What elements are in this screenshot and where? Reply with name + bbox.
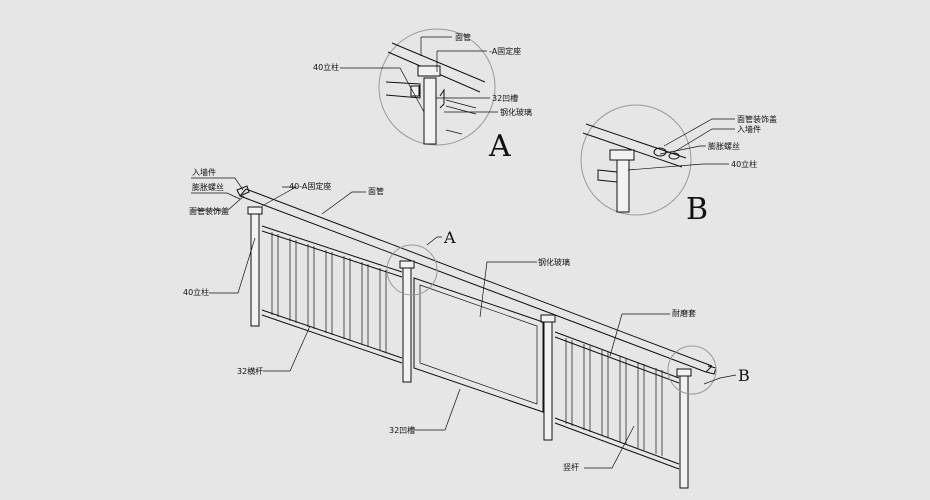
- wall-piece-left: [236, 185, 250, 197]
- label-expansion-screw-b: 膨胀螺丝: [708, 141, 740, 151]
- callout-circle-b: [667, 345, 717, 395]
- callout-b-letter: B: [738, 366, 750, 385]
- wall-piece-right: [705, 365, 717, 375]
- label-wear-sleeve: 耐磨套: [672, 308, 696, 318]
- main-railing: [236, 185, 717, 489]
- label-post-40-a: 40立柱: [313, 62, 339, 72]
- leader-lines: [191, 36, 737, 469]
- label-wall-piece-main: 入墙件: [192, 167, 216, 177]
- main-labels: 入墙件 膨胀螺丝 40-A固定座 面管装饰盖 面管 A 40立柱 钢化玻璃 耐磨…: [183, 167, 750, 472]
- label-top-rail-a: 面管: [455, 32, 471, 42]
- baluster-panel-left: [261, 225, 403, 364]
- detail-a: [378, 28, 496, 146]
- label-expansion-screw-main: 膨胀螺丝: [192, 182, 224, 192]
- label-rail-cover-main: 面管装饰盖: [189, 206, 229, 216]
- baluster-panel-right: [554, 331, 680, 470]
- glass-panel: [413, 277, 544, 413]
- label-tempered-glass-a: 钢化玻璃: [500, 107, 532, 117]
- post-4: [676, 368, 692, 489]
- post-3: [540, 314, 556, 441]
- top-rail: [239, 188, 713, 373]
- label-baluster: 竖杆: [563, 462, 579, 472]
- label-top-rail-main: 面管: [368, 186, 384, 196]
- label-rail-cover-b: 面管装饰盖: [737, 114, 777, 124]
- label-wall-piece-b: 入墙件: [737, 124, 761, 134]
- detail-a-labels: 面管 -A固定座 40立柱 32凹槽 钢化玻璃 A: [313, 32, 532, 164]
- label-groove-32-a: 32凹槽: [492, 93, 518, 103]
- post-1: [247, 206, 263, 327]
- label-post-40-main: 40立柱: [183, 287, 209, 297]
- label-post-40-b: 40立柱: [731, 159, 757, 169]
- label-fixed-seat-main: 40-A固定座: [289, 181, 331, 191]
- post-2: [399, 260, 415, 383]
- label-groove-32-main: 32凹槽: [389, 425, 415, 435]
- label-fixed-seat-a: -A固定座: [489, 46, 521, 56]
- detail-b-letter: B: [686, 192, 708, 227]
- detail-a-letter: A: [488, 129, 511, 164]
- detail-b: [580, 104, 692, 216]
- callout-circle-a: [386, 244, 438, 296]
- detail-b-labels: 面管装饰盖 入墙件 膨胀螺丝 40立柱 B: [686, 114, 777, 227]
- label-tempered-glass-main: 钢化玻璃: [538, 257, 570, 267]
- callout-a-letter: A: [443, 228, 456, 247]
- label-crossbar-32: 32横杆: [237, 366, 263, 376]
